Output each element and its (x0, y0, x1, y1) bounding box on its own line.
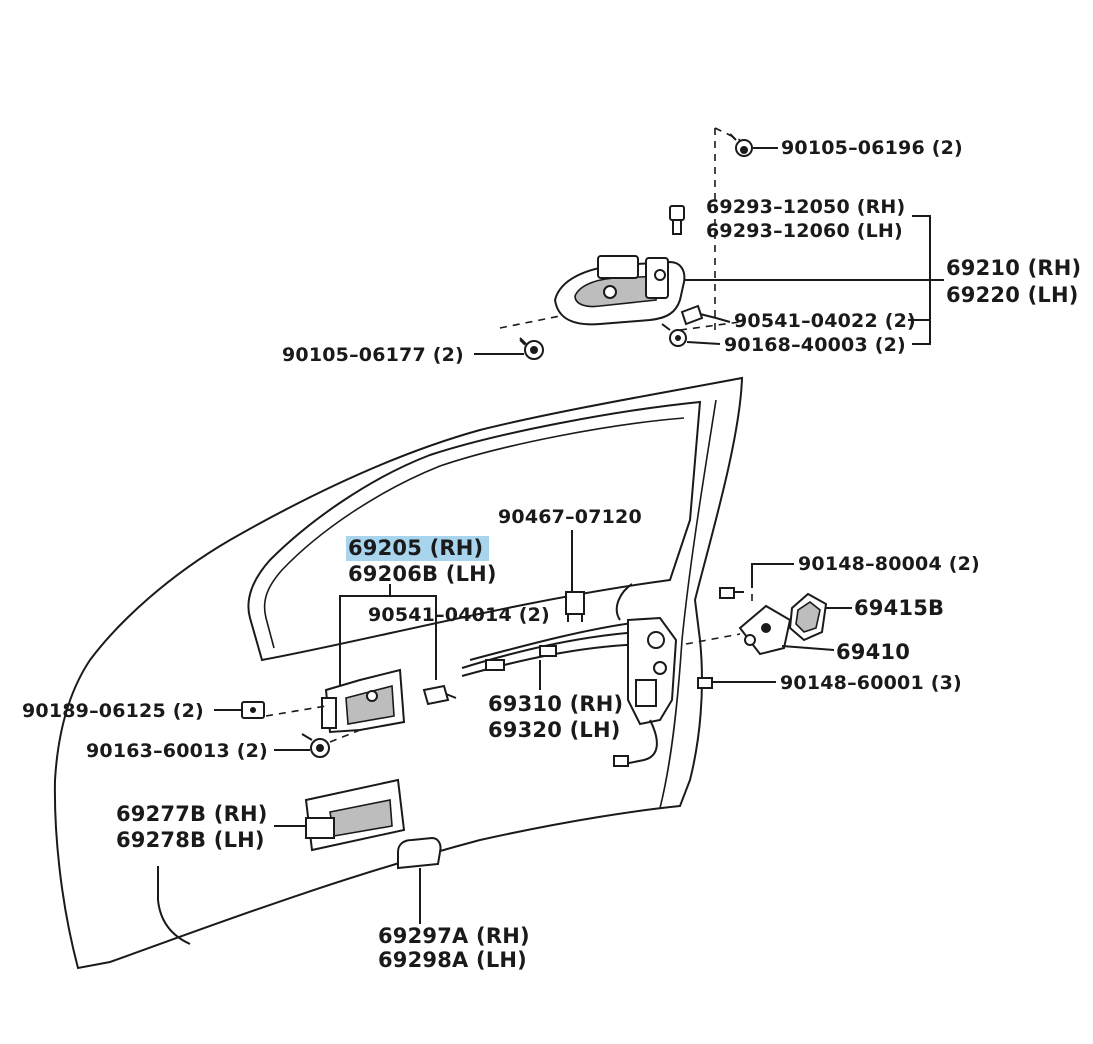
part-label-69205: 69205 (RH) (346, 536, 490, 561)
part-label-90105-06177: 90105–06177 (2) (282, 344, 464, 366)
screw-icon (719, 587, 744, 599)
bolt-icon (669, 205, 685, 235)
part-label-69410: 69410 (836, 640, 911, 664)
clip-icon (565, 591, 585, 622)
guide-line (329, 729, 361, 743)
guide-line (685, 633, 741, 645)
window-inner (263, 417, 685, 649)
part-label-69415b: 69415B (854, 596, 945, 620)
leader-line (781, 645, 835, 651)
nut-icon (661, 323, 687, 347)
part-label-90541-04022: 90541–04022 (2) (734, 310, 916, 332)
screw-icon (519, 337, 544, 360)
screw-icon (422, 684, 457, 706)
part-label-90189-06125: 90189–06125 (2) (22, 700, 204, 722)
part-label-90163-60013: 90163–60013 (2) (86, 740, 268, 762)
group-bracket (339, 595, 437, 690)
guide-line (714, 127, 741, 141)
guide-line (499, 315, 561, 329)
guide-line (519, 339, 531, 351)
door-outline (53, 376, 744, 970)
screw-icon (729, 133, 753, 157)
part-label-69310: 69310 (RH) (488, 692, 624, 716)
part-label-69220: 69220 (LH) (946, 283, 1079, 307)
part-label-90148-80004: 90148–80004 (2) (798, 553, 980, 575)
part-label-69293-12060: 69293–12060 (LH) (706, 220, 903, 242)
door-lock-icon (613, 583, 678, 767)
part-label-69210: 69210 (RH) (946, 256, 1082, 280)
door-inner-edge (659, 399, 717, 809)
part-label-69297a: 69297A (RH) (378, 924, 530, 948)
nut-icon (241, 701, 265, 719)
striker-cover-icon (788, 592, 828, 642)
part-label-69298a: 69298A (LH) (378, 948, 527, 972)
part-label-90105-06196: 90105–06196 (2) (781, 137, 963, 159)
part-label-90168-40003: 90168–40003 (2) (724, 334, 906, 356)
hole-cover-icon (397, 836, 442, 870)
part-label-69206b: 69206B (LH) (348, 562, 497, 586)
window-frame (247, 400, 702, 662)
outside-handle-icon (553, 255, 686, 326)
screw-icon (697, 677, 724, 689)
lock-cable-icon (461, 621, 645, 677)
leader-line (715, 317, 731, 323)
striker-icon (738, 604, 792, 656)
guide-line (679, 321, 741, 331)
part-label-90541-04014: 90541–04014 (2) (368, 604, 550, 626)
part-label-90148-60001: 90148–60001 (3) (780, 672, 962, 694)
part-label-69320: 69320 (LH) (488, 718, 621, 742)
part-label-69277b: 69277B (RH) (116, 802, 268, 826)
screw-icon (301, 733, 330, 758)
leader-line (157, 866, 191, 945)
inside-handle-icon (321, 668, 406, 734)
leader-line (751, 563, 794, 588)
screw-icon (680, 304, 717, 326)
part-label-90467-07120: 90467–07120 (498, 506, 642, 528)
door-pocket-icon (304, 778, 406, 852)
guide-line (265, 705, 327, 717)
part-label-69278b: 69278B (LH) (116, 828, 265, 852)
part-label-69293-12050: 69293–12050 (RH) (706, 196, 906, 218)
leader-line (686, 341, 721, 345)
